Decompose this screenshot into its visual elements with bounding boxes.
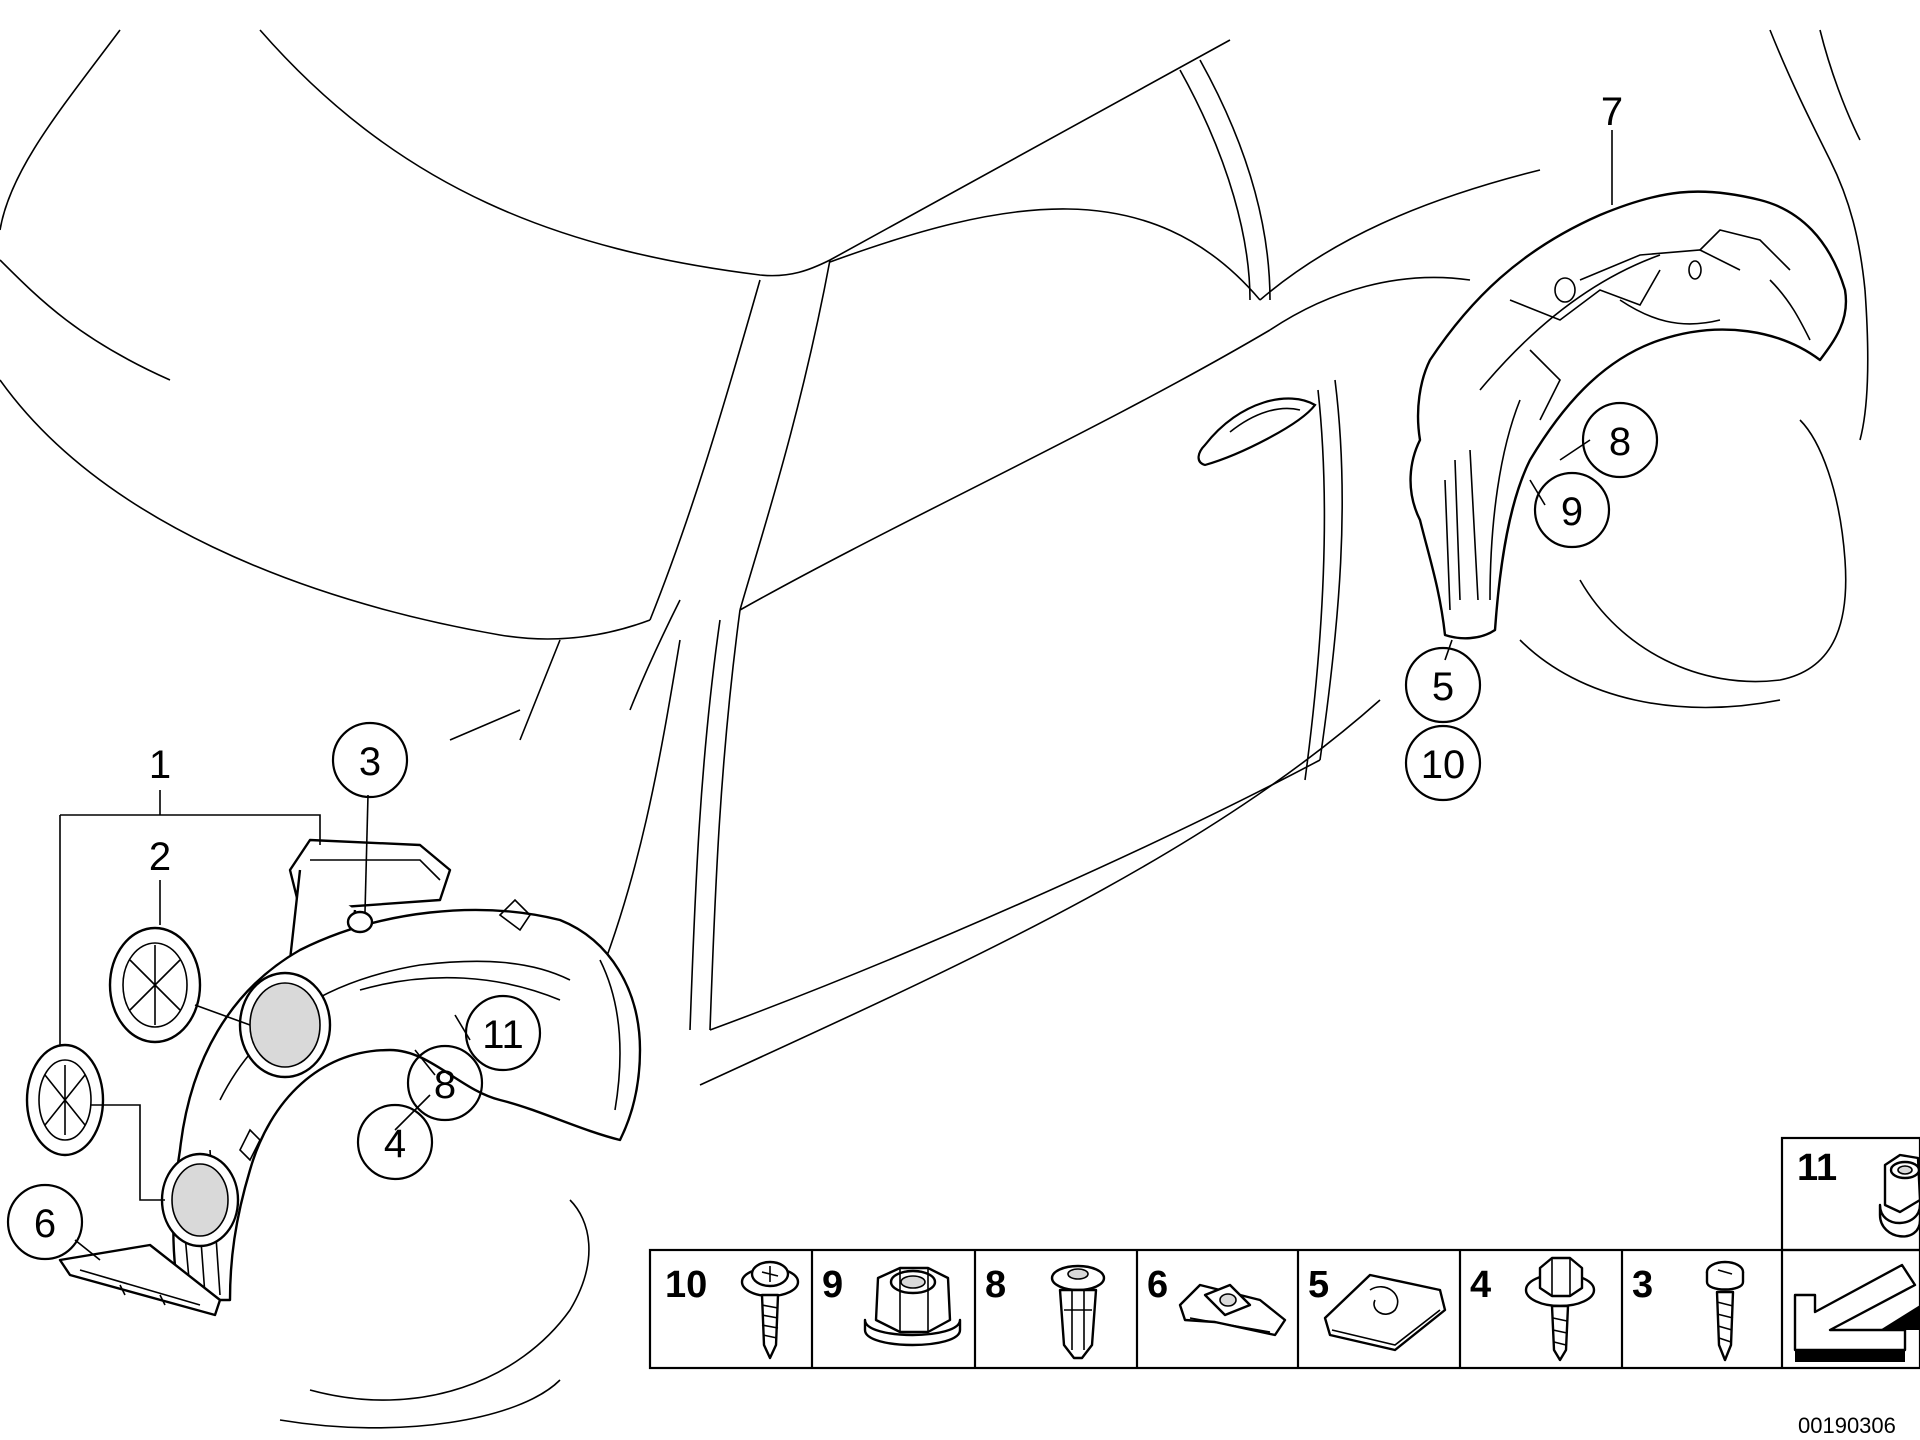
screw-with-washer: [740, 1260, 800, 1360]
callout-label: 8: [434, 1063, 456, 1107]
callout-7: 7: [1601, 90, 1623, 134]
callout-label: 8: [1609, 420, 1631, 464]
table-cell-number: 3: [1632, 1264, 1653, 1306]
collar-nut: [1878, 1153, 1920, 1238]
callout-9: 9: [1533, 471, 1611, 549]
callout-10: 10: [1404, 724, 1482, 802]
callout-2: 2: [149, 835, 171, 879]
callout-label: 1: [149, 743, 171, 787]
grommet-upper: [108, 926, 202, 1044]
table-cell-number: 10: [665, 1264, 707, 1306]
callout-label: 9: [1561, 490, 1583, 534]
reference-code: 00190306: [1798, 1413, 1896, 1438]
hex-bolt-with-washer: [1524, 1256, 1596, 1362]
table-cell-number: 6: [1147, 1264, 1168, 1306]
body-screw: [1705, 1260, 1745, 1362]
clip-nut: [1178, 1283, 1287, 1337]
callout-label: 6: [34, 1202, 56, 1246]
callout-8-rear: 8: [1581, 401, 1659, 479]
rear-wheel-arch-liner: [1409, 190, 1848, 640]
callout-3: 3: [331, 721, 409, 799]
front-wheel-arch-liner: [25, 838, 642, 1317]
grommet-lower: [25, 1043, 105, 1157]
callout-label: 4: [384, 1122, 406, 1166]
car-body-outline: [0, 29, 1869, 1429]
callout-6: 6: [6, 1183, 84, 1261]
expanding-rivet: [1050, 1264, 1106, 1360]
leader-lines: [59, 130, 1613, 1261]
callout-label: 5: [1432, 665, 1454, 709]
table-cell-number: 5: [1308, 1264, 1329, 1306]
direction-arrow-icon: [1793, 1263, 1920, 1362]
callout-label: 10: [1421, 743, 1466, 787]
callout-5: 5: [1404, 646, 1482, 724]
table-cell-number: 9: [822, 1264, 843, 1306]
callout-1: 1: [149, 743, 171, 787]
callout-label: 3: [359, 740, 381, 784]
callout-4: 4: [356, 1103, 434, 1181]
callout-label: 7: [1601, 90, 1623, 134]
spring-nut: [1323, 1273, 1447, 1352]
callout-11: 11: [464, 994, 542, 1072]
table-cell-number: 11: [1797, 1147, 1837, 1189]
table-cell-number: 8: [985, 1264, 1006, 1306]
parts-table: 10 9 8 6 5 4 3 11: [648, 1136, 1920, 1370]
callout-label: 11: [482, 1013, 524, 1057]
callout-8-front: 8: [406, 1044, 484, 1122]
table-cell-number: 4: [1470, 1264, 1491, 1306]
flange-nut: [863, 1266, 962, 1347]
callout-label: 2: [149, 835, 171, 879]
